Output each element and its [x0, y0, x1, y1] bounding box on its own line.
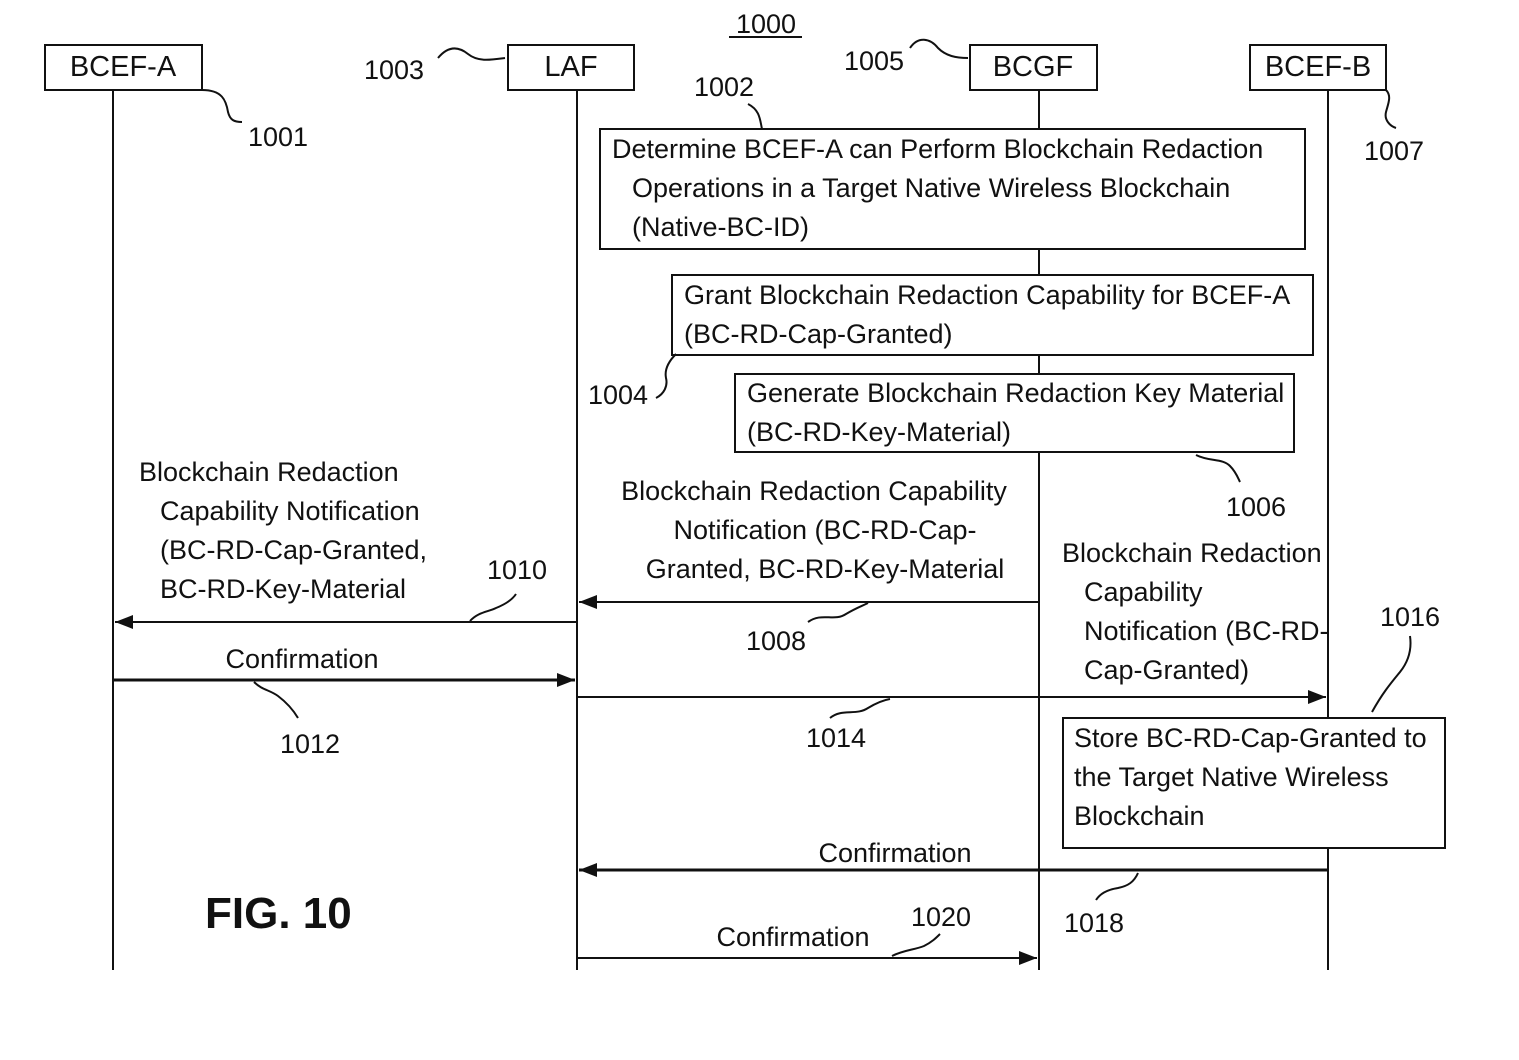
message-1008-line-1: Blockchain Redaction Capability: [621, 476, 1007, 506]
entity-bcef-b: BCEF-B: [1250, 45, 1386, 90]
ref-1014: 1014: [806, 723, 866, 753]
message-1020-label: Confirmation: [716, 922, 869, 952]
process-1002-line-1: Determine BCEF-A can Perform Blockchain …: [612, 134, 1263, 164]
ref-1016: 1016: [1380, 602, 1440, 632]
process-1016-line-1: Store BC-RD-Cap-Granted to: [1074, 723, 1427, 753]
ref-1018: 1018: [1064, 908, 1124, 938]
ref-1007: 1007: [1364, 136, 1424, 166]
figure-caption: FIG. 10: [205, 889, 352, 938]
message-1010-line-1: Blockchain Redaction: [139, 457, 399, 487]
process-1016-line-2: the Target Native Wireless: [1074, 762, 1389, 792]
ref-1002: 1002: [694, 72, 754, 102]
message-1014-line-1: Blockchain Redaction: [1062, 538, 1322, 568]
process-box-1004: Grant Blockchain Redaction Capability fo…: [672, 275, 1313, 355]
entity-bcef-a: BCEF-A: [45, 45, 202, 90]
message-1008-line-3: Granted, BC-RD-Key-Material: [646, 554, 1005, 584]
message-1018-label: Confirmation: [818, 838, 971, 868]
entity-laf: LAF: [508, 45, 634, 90]
message-1014-line-4: Cap-Granted): [1084, 655, 1249, 685]
process-box-1016: Store BC-RD-Cap-Granted to the Target Na…: [1063, 718, 1445, 848]
process-box-1006: Generate Blockchain Redaction Key Materi…: [735, 374, 1294, 452]
ref-1010: 1010: [487, 555, 547, 585]
ref-1005: 1005: [844, 46, 904, 76]
ref-1004: 1004: [588, 380, 648, 410]
message-1014-line-2: Capability: [1084, 577, 1203, 607]
process-1006-line-2: (BC-RD-Key-Material): [747, 417, 1011, 447]
entity-laf-label: LAF: [544, 51, 597, 83]
ref-1006: 1006: [1226, 492, 1286, 522]
message-1012-label: Confirmation: [225, 644, 378, 674]
ref-1003: 1003: [364, 55, 424, 85]
process-box-1002: Determine BCEF-A can Perform Blockchain …: [600, 129, 1305, 249]
message-1008-line-2: Notification (BC-RD-Cap-: [673, 515, 976, 545]
ref-1012: 1012: [280, 729, 340, 759]
message-1014-line-3: Notification (BC-RD-: [1084, 616, 1329, 646]
process-1002-line-2: Operations in a Target Native Wireless B…: [632, 173, 1230, 203]
entity-bcef-a-label: BCEF-A: [70, 51, 177, 83]
ref-1008: 1008: [746, 626, 806, 656]
entity-bcgf: BCGF: [970, 45, 1097, 90]
message-1012: Confirmation: [113, 644, 575, 680]
entity-bcef-b-label: BCEF-B: [1265, 51, 1371, 83]
ref-1001: 1001: [248, 122, 308, 152]
entity-bcgf-label: BCGF: [993, 51, 1074, 83]
message-1010-line-2: Capability Notification: [160, 496, 420, 526]
process-1002-line-3: (Native-BC-ID): [632, 212, 809, 242]
process-1004-line-1: Grant Blockchain Redaction Capability fo…: [684, 280, 1290, 310]
process-1016-line-3: Blockchain: [1074, 801, 1205, 831]
message-1010-line-3: (BC-RD-Cap-Granted,: [160, 535, 427, 565]
message-1010-line-4: BC-RD-Key-Material: [160, 574, 406, 604]
ref-1020: 1020: [911, 902, 971, 932]
figure-number: 1000: [736, 9, 796, 39]
process-1004-line-2: (BC-RD-Cap-Granted): [684, 319, 953, 349]
message-1008: Blockchain Redaction Capability Notifica…: [579, 476, 1039, 602]
process-1006-line-1: Generate Blockchain Redaction Key Materi…: [747, 378, 1284, 408]
message-1010: Blockchain Redaction Capability Notifica…: [115, 457, 577, 622]
